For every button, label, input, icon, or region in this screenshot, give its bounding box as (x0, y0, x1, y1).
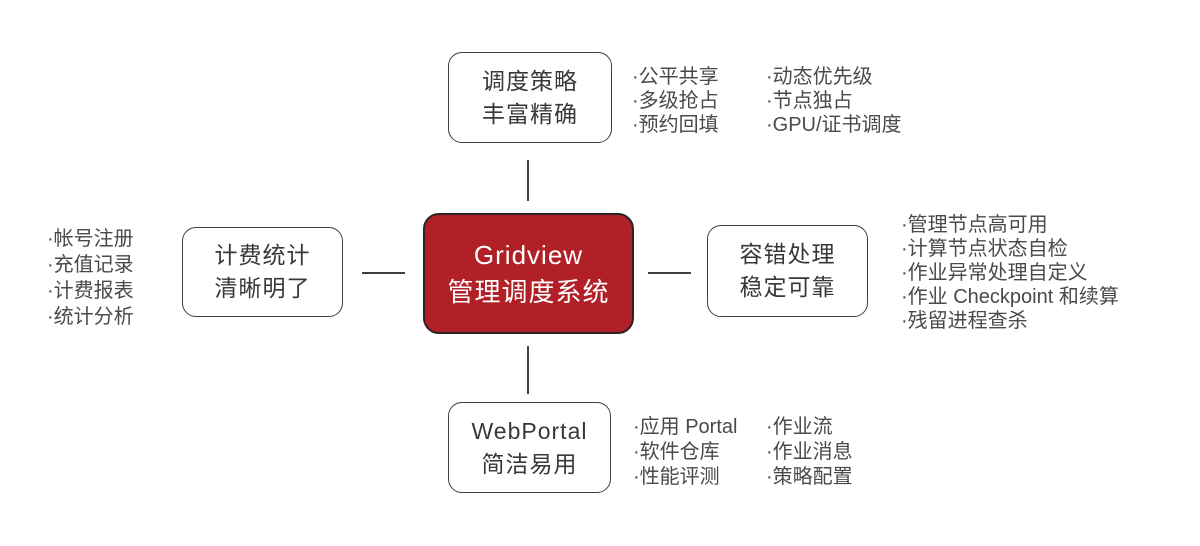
list-item: ·应用 Portal (633, 416, 738, 438)
list-item: ·多级抢占 (632, 90, 719, 112)
feature-list-scheduling-col2: ·动态优先级·节点独占·GPU/证书调度 (766, 65, 902, 137)
feature-list-scheduling-col1: ·公平共享·多级抢占·预约回填 (632, 65, 719, 137)
list-item: ·作业流 (766, 416, 833, 438)
feature-list-webportal-col1: ·应用 Portal ·软件仓库 ·性能评测 (633, 415, 737, 490)
connector-left (362, 272, 405, 274)
feature-list-fault-tolerance: ·管理节点高可用·计算节点状态自检·作业异常处理自定义·作业 Checkpoin… (901, 213, 1119, 333)
node-scheduling-policy: 调度策略 丰富精确 (448, 52, 612, 143)
node-billing-statistics: 计费统计 清晰明了 (182, 227, 343, 317)
list-item: ·公平共享 (632, 66, 719, 88)
connector-right (648, 272, 691, 274)
list-item: ·作业 Checkpoint 和续算 (901, 286, 1119, 308)
node-title-line: 计费统计 (214, 242, 311, 268)
feature-list-billing: ·帐号注册 ·充值记录 ·计费报表 ·统计分析 (47, 226, 134, 330)
list-item: ·预约回填 (632, 114, 719, 136)
list-item: ·统计分析 (47, 306, 134, 328)
list-item: ·计算节点状态自检 (901, 238, 1068, 260)
node-fault-tolerance: 容错处理 稳定可靠 (707, 225, 868, 317)
list-item: ·作业消息 (766, 441, 853, 463)
list-item: ·节点独占 (766, 90, 853, 112)
list-item: ·计费报表 (47, 280, 134, 302)
list-item: ·策略配置 (766, 466, 853, 488)
center-title-en: Gridview (473, 239, 584, 270)
center-title-zh: 管理调度系统 (447, 276, 610, 307)
node-title-line: 简洁易用 (481, 450, 578, 477)
list-item: ·作业异常处理自定义 (901, 262, 1088, 284)
list-item: ·GPU/证书调度 (766, 114, 902, 136)
list-item: ·充值记录 (47, 254, 134, 276)
list-item: ·软件仓库 (633, 441, 720, 463)
list-item: ·帐号注册 (47, 228, 134, 250)
node-title-line: 丰富精确 (482, 100, 578, 127)
list-item: ·动态优先级 (766, 66, 873, 88)
list-item: ·性能评测 (633, 466, 720, 488)
node-title-line: 清晰明了 (214, 275, 311, 301)
connector-bottom (527, 346, 529, 394)
node-webportal: WebPortal 简洁易用 (448, 402, 611, 493)
node-title-line: 调度策略 (482, 67, 578, 94)
list-item: ·管理节点高可用 (901, 214, 1048, 236)
center-node-gridview: Gridview 管理调度系统 (423, 213, 634, 334)
node-title-line: 稳定可靠 (739, 274, 836, 300)
node-title-line: 容错处理 (739, 241, 836, 267)
connector-top (527, 160, 529, 201)
node-title-line: WebPortal (471, 417, 588, 444)
feature-list-webportal-col2: ·作业流 ·作业消息 ·策略配置 (766, 415, 853, 490)
list-item: ·残留进程查杀 (901, 310, 1028, 332)
